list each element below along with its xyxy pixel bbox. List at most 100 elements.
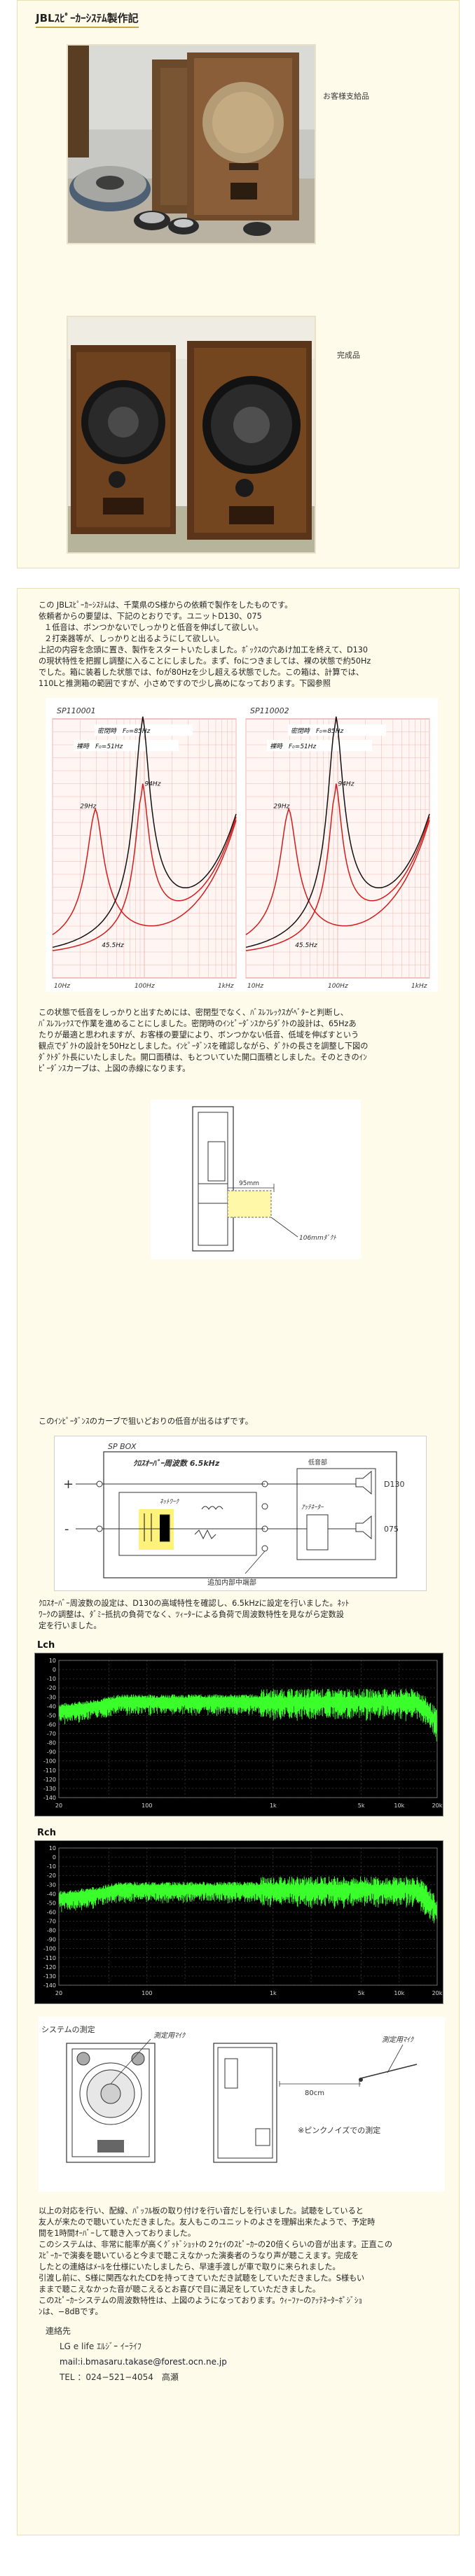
spectrum-y-tick: -10 [47,1863,56,1870]
photo-panel: JBLｽﾋﾟｰｶｰｼｽﾃﾑ製作記 [17,0,460,568]
intro-line: この JBLｽﾋﾟｰｶｰｼｽﾃﾑは、千葉県のS様からの依頼で製作をしたものです。 [39,601,293,610]
spectrum-x-tick: 100 [142,1802,152,1809]
sheet-id: SP110001 [57,706,96,715]
spectrum-y-tick: -50 [47,1900,56,1906]
contact-block: 連絡先 LG e life ｴﾙｼﾞｰ ｲｰﾗｲﾌ mail:i.bmasaru… [46,2323,227,2385]
para5-line: 間を1時間ｵｰﾊﾞｰして聴き入っておりました。 [39,2229,196,2238]
duct-dimension-106: 106mmﾀﾞｸﾄ [299,1234,336,1242]
contact-tel: TEL ：024−521−4054 高瀬 [60,2372,179,2382]
network-diagram-svg: SP BOX + - ｸﾛｽｵｰﾊﾞｰ周波数 6.5kHz ﾈｯﾄﾜｰｸ [63,1442,404,1587]
legend-box [288,724,386,736]
x-tick-end: 1kHz [411,983,427,990]
spectrum-y-tick: -40 [47,1703,56,1709]
spectrum-rch-plot: 100-10-20-30-40-50-60-70-80-90-100-110-1… [35,1841,443,2003]
network-diagram: SP BOX + - ｸﾛｽｵｰﾊﾞｰ周波数 6.5kHz ﾈｯﾄﾜｰｸ [54,1436,427,1591]
spectrum-y-tick: -60 [47,1909,56,1915]
legend-damped: 密閉時 F₀=85Hz [97,727,151,735]
legend-box [95,724,193,736]
para5-line: 友人が来たので聴いていただきました。友人もこのユニットのよさを理解出来たようで、… [39,2218,376,2227]
para4-line: 定を行いました。 [39,1621,102,1630]
spectrum-background [35,1841,443,2003]
intro-line: の現状特性を把握し調整に入ることにしました。まず、foにつきましては、裸の状態で… [39,657,371,666]
spectrum-x-tick: 5k [358,1990,365,1996]
spectrum-y-tick: -90 [47,1749,56,1756]
box-label: SP BOX [108,1442,137,1451]
para2-line: たりが最適と思われますが、お客様の要望により、ボンつかない低音、低域を伸ばすとい… [39,1030,359,1040]
para2-line: ﾀﾞｸﾄﾀﾞｸﾄ長にいたしました。開口面積は、もとついていた開口面積としました。… [39,1053,367,1062]
spectrum-label-lch: Lch [37,1640,55,1651]
contact-heading: 連絡先 [46,2326,71,2336]
spectrum-y-tick: -60 [47,1721,56,1728]
label-min: 45.5Hz [102,942,124,949]
x-tick-start: 10Hz [54,983,70,990]
para3-text: このｲﾝﾋﾟｰﾀﾞﾝｽのカーブで狙いどおりの低音が出るはずです。 [39,1417,253,1426]
low-section-label: 低音部 [308,1458,327,1466]
para5-text: 以上の対応を行い、配線、ﾊﾟｯﾌﾙ板の取り付けを行い音だしを行いました。試聴をし… [39,2206,466,2318]
para5-line: このｽﾋﾟｰｶｰシステムの周波数特性は、上図のようになっております。ｳｨｰﾌｧｰ… [39,2296,362,2305]
sheet-id: SP110002 [250,706,289,715]
para2-line: ﾋﾟｰﾀﾞﾝｽカーブは、上図の赤線になります。 [39,1064,191,1073]
spectrum-y-tick: -50 [47,1712,56,1718]
photo-supplied-parts [67,44,316,244]
intro-line: 上記の内容を念頭に置き、製作をスタートいたしました。ﾎﾞｯｸｽの穴あけ加工を終え… [39,645,368,654]
attenuator-label: ｱｯﾃﾈｰﾀｰ [301,1504,324,1511]
spectrum-x-tick: 10k [394,1990,404,1996]
intro-line: でした。箱に装着した状態では、foが80Hzを少し超える状態でした。この箱は、計… [39,668,364,677]
spectrum-y-tick: -110 [43,1955,56,1961]
label-min: 45.5Hz [295,942,317,949]
para5-line: 引渡し前に、S様に関西なれたCDを持ってきていただき試聴をしていただきました。S… [39,2274,365,2283]
spectrum-y-tick: -120 [43,1777,56,1783]
page-title: JBLｽﾋﾟｰｶｰｼｽﾃﾑ製作記 [36,10,139,28]
x-tick-end: 1kHz [218,983,234,990]
x-tick-mid: 100Hz [135,983,155,990]
intro-line: 110Lと推測箱の範囲ですが、小さめですので少し高めになっております。下図参照 [39,679,331,688]
intro-line: 依頼者からの要望は、下記のとおりです。ユニットD130、075 [39,612,262,621]
intro-line: １低音は、ボンつかないでしっかりと低音を伸ばして欲しい。 [44,623,263,632]
measurement-diagram-svg: システムの測定 測定用ﾏｲｸ 80cm [41,2024,418,2163]
para4-line: ﾜｰｸの調整は、ﾀﾞﾐｰ抵抗の負荷でなく、ﾂｨｰﾀｰによる負荷で周波数特性を見な… [39,1610,344,1619]
photo-caption-supplied: お客様支給品 [323,92,369,101]
impedance-curve-ported-high [245,783,430,951]
label-low-peak: 29Hz [80,804,96,811]
spectrum-x-tick: 20k [432,1990,443,1996]
network-label: ﾈｯﾄﾜｰｸ [160,1498,180,1506]
content-panel: この JBLｽﾋﾟｰｶｰｼｽﾃﾑは、千葉県のS様からの依頼で製作をしたものです。… [17,588,460,2535]
internal-wiring-label: 追加内部中端部 [207,1578,256,1587]
para5-line: このシステムは、非常に能率が高くｸﾞｯﾄﾞｼｮｯﾄの２ｳｪｲのｽﾋﾟｰｶｰの20… [39,2240,393,2249]
spectrum-x-tick: 1k [270,1990,277,1996]
para5-line: ﾝは、−8dBです。 [39,2307,103,2316]
distance-label: 80cm [305,2090,324,2097]
spectrum-x-tick: 100 [142,1990,152,1996]
spectrum-y-tick: -100 [43,1758,56,1765]
spectrum-frame [58,1847,438,1986]
impedance-curve-sealed [245,716,430,948]
legend-box [267,740,372,751]
impedance-curve-ported-low [245,807,430,935]
para2-line: 観点でﾀﾞｸﾄの設計を50Hzとしました。ｲﾝﾋﾟｰﾀﾞﾝｽを確認しながら、ﾀﾞ… [39,1042,369,1051]
contact-mail[interactable]: mail:i.bmasaru.takase@forest.ocn.ne.jp [60,2357,227,2367]
para2-line: ﾊﾞｽﾚﾌﾚｯｸｽで作業を進めることにしました。密閉時のｲﾝﾋﾟｰﾀﾞﾝｽからﾀ… [39,1019,357,1028]
spectrum-lch-plot: 100-10-20-30-40-50-60-70-80-90-100-110-1… [35,1653,443,1816]
impedance-curve-ported-high [52,783,237,951]
spectrum-x-tick: 1k [270,1802,277,1809]
mic-label-side: 測定用ﾏｲｸ [382,2036,414,2044]
unit-075-label: 075 [384,1525,399,1534]
impedance-curve-ported-low [52,807,237,935]
intro-text: この JBLｽﾋﾟｰｶｰｼｽﾃﾑは、千葉県のS様からの依頼で製作をしたものです。… [39,600,466,690]
spectrum-y-tick: -130 [43,1973,56,1980]
spectrum-y-tick: -100 [43,1946,56,1952]
duct-diagram: 95mm 106mmﾀﾞｸﾄ [151,1100,361,1259]
crossover-label: ｸﾛｽｵｰﾊﾞｰ周波数 6.5kHz [133,1459,220,1468]
para5-line: ｽﾋﾟｰｶｰで演奏を聴いていると今まで聴こえなかった演奏者のうなり声が聴こえます… [39,2251,359,2260]
label-low-peak: 29Hz [273,804,289,811]
duct-diagram-svg: 95mm 106mmﾀﾞｸﾄ [192,1106,336,1252]
spectrum-x-tick: 10k [394,1802,404,1809]
legend-box [74,740,179,751]
spectrum-frame [58,1660,438,1798]
